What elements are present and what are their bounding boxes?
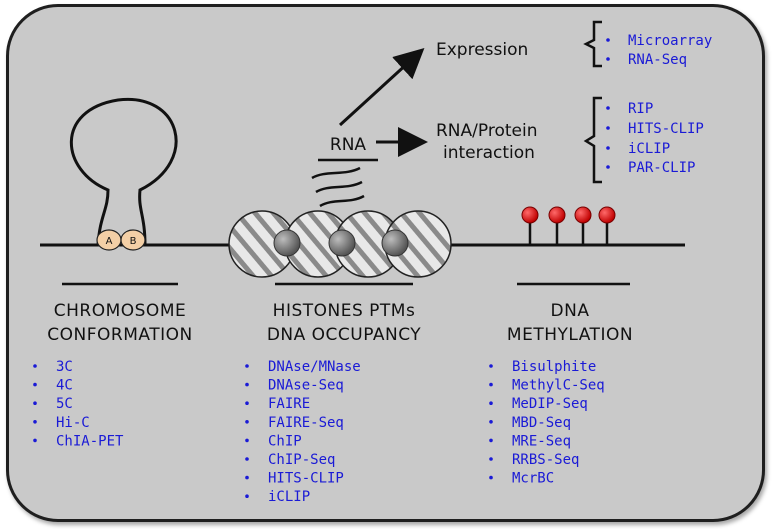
list-item: PAR-CLIP [628, 160, 695, 176]
rna-protein-label: RNA/Protein [436, 121, 537, 141]
nucleosome-array [228, 210, 452, 278]
list-item: iCLIP [628, 141, 670, 157]
list-item: ChIA-PET [56, 433, 124, 449]
list-bullet [33, 438, 37, 443]
loop-anchor-b: B [120, 229, 146, 251]
list-bullet [33, 382, 37, 387]
loop-anchor-a: A [96, 229, 122, 251]
list-item: FAIRE [268, 396, 310, 412]
interaction-bracket [583, 96, 602, 184]
anchor-b-label: B [130, 236, 137, 247]
rna-transcripts [311, 166, 365, 208]
list-item: ChIP-Seq [268, 452, 335, 468]
dna-methylation-methods: BisulphiteMethylC-SeqMeDIP-SeqMBD-SeqMRE… [489, 359, 605, 487]
list-bullet [489, 364, 493, 368]
rna-label: RNA [330, 135, 367, 155]
list-bullet [606, 38, 610, 42]
list-item: FAIRE-Seq [268, 415, 344, 431]
list-bullet [489, 382, 493, 387]
interaction-methods-list: RIP HITS-CLIP iCLIP PAR-CLIP [606, 101, 704, 176]
histone-core [381, 229, 409, 257]
list-item: HITS-CLIP [628, 121, 704, 137]
chromosome-conformation-methods: 3C 4C 5C Hi-C ChIA-PET [33, 359, 124, 449]
list-bullet [245, 382, 249, 387]
list-bullet [489, 401, 493, 406]
list-item: RIP [628, 101, 653, 117]
list-bullet [245, 420, 249, 424]
column-title: HISTONES PTMs [273, 301, 416, 321]
list-item: Bisulphite [512, 359, 596, 375]
list-item: ChIP [268, 433, 302, 449]
list-item: iCLIP [268, 489, 310, 505]
list-item: Hi-C [56, 415, 90, 431]
arrow-to-expression [338, 47, 425, 127]
list-bullet [489, 457, 493, 461]
list-bullet [606, 165, 610, 169]
methyl-group [574, 206, 592, 224]
list-bullet [606, 106, 610, 110]
list-bullet [489, 475, 493, 480]
list-bullet [489, 438, 493, 443]
list-item: 5C [56, 396, 73, 412]
list-bullet [606, 146, 610, 150]
list-bullet [606, 57, 610, 61]
list-bullet [245, 438, 249, 443]
expression-methods-list: Microarray RNA-Seq [606, 33, 712, 68]
list-bullet [245, 475, 249, 480]
methyl-group [521, 206, 539, 224]
list-item: DNAse/MNase [268, 359, 361, 375]
list-bullet [606, 126, 610, 130]
expression-bracket [583, 20, 602, 68]
list-item: MethylC-Seq [512, 378, 605, 394]
histone-core [273, 229, 301, 257]
list-item: RNA-Seq [628, 52, 687, 68]
list-item: 4C [56, 378, 73, 394]
histone-core [328, 229, 356, 257]
list-item: DNAse-Seq [268, 378, 344, 394]
column-title: DNA OCCUPANCY [267, 325, 421, 345]
list-bullet [245, 401, 249, 406]
list-item: MBD-Seq [512, 415, 571, 431]
expression-label: Expression [436, 40, 528, 60]
column-title: CONFORMATION [47, 325, 192, 345]
list-item: 3C [56, 359, 73, 375]
list-item: MRE-Seq [512, 433, 571, 449]
list-item: HITS-CLIP [268, 471, 344, 487]
list-bullet [245, 457, 249, 461]
list-bullet [245, 494, 249, 499]
list-bullet [33, 364, 37, 368]
list-item: Microarray [628, 33, 712, 49]
column-title: DNA [551, 301, 590, 321]
list-bullet [245, 364, 249, 368]
list-item: RRBS-Seq [512, 452, 579, 468]
list-item: MeDIP-Seq [512, 396, 588, 412]
list-bullet [33, 401, 37, 406]
list-bullet [33, 420, 37, 424]
chromatin-loop [69, 97, 178, 246]
column-title: METHYLATION [507, 325, 633, 345]
list-bullet [489, 420, 493, 424]
column-title: CHROMOSOME [54, 301, 186, 321]
interaction-label: interaction [443, 143, 535, 163]
anchor-a-label: A [106, 236, 113, 247]
methyl-group [548, 206, 566, 224]
list-item: McrBC [512, 471, 554, 487]
methyl-group [598, 206, 616, 224]
methylation-marks [521, 206, 616, 245]
